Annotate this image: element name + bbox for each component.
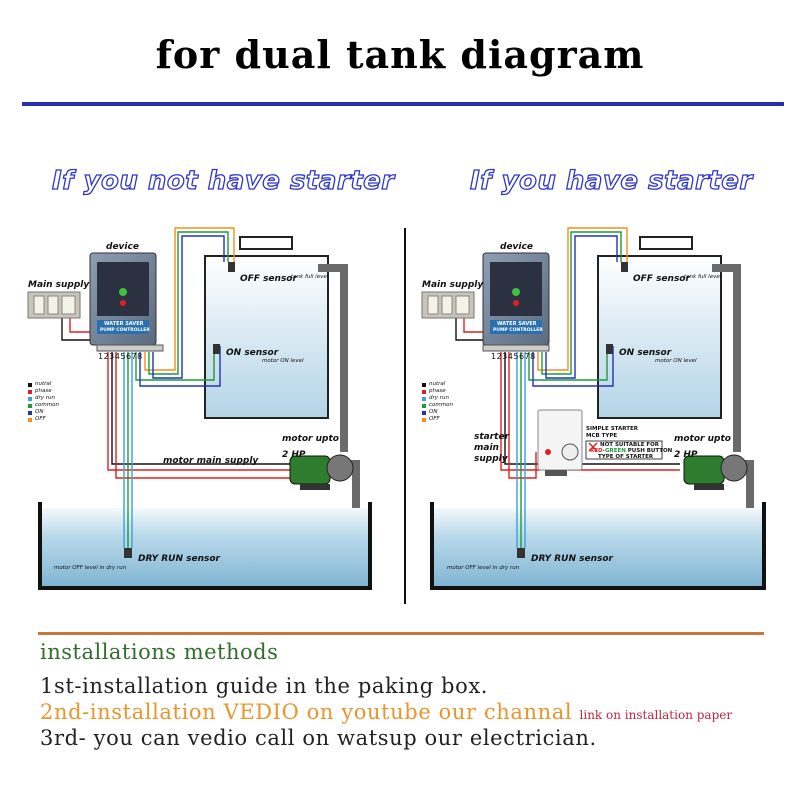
left-motor-upto-label: motor upto: [282, 434, 339, 444]
legend-phase: phase: [35, 388, 52, 394]
left-main-supply-label: Main supply: [28, 280, 90, 290]
left-device-label: device: [106, 242, 139, 252]
starter-warn-1: NOT SUITABLE FOR: [600, 442, 660, 448]
right-motor-upto-label: motor upto: [674, 434, 731, 444]
legend-dry-run: dry run: [35, 395, 55, 401]
right-main-supply-label: Main supply: [422, 280, 484, 290]
right-diagram: [421, 227, 766, 590]
starter-warn-red: RED-: [590, 448, 605, 454]
installation-line-3: 3rd- you can vedio call on watsup our el…: [40, 726, 597, 750]
installation-line-2-note: link on installation paper: [579, 708, 733, 722]
left-sensors: [124, 262, 235, 558]
right-device-brand: WATER SAVER: [497, 321, 537, 327]
installation-line-2: 2nd-installation VEDIO on youtube our ch…: [40, 700, 732, 724]
right-tank-full-label: tank full level: [684, 274, 722, 280]
right-motor-off-label: motor OFF level in dry run: [447, 565, 520, 571]
installation-line-2-text: 2nd-installation VEDIO on youtube our ch…: [40, 700, 573, 724]
legend-off-right: OFF: [429, 416, 440, 422]
left-panel-heading: If you not have starter: [51, 165, 395, 196]
left-overhead-tank: [204, 236, 329, 419]
right-device-label: device: [500, 242, 533, 252]
left-terminals: 12345678: [98, 352, 143, 361]
left-legend: [28, 383, 32, 422]
installation-divider: [38, 632, 764, 635]
left-device: [89, 252, 164, 352]
installation-heading: installations methods: [40, 640, 279, 664]
left-off-sensor-label: OFF sensor: [240, 274, 297, 284]
legend-common: common: [35, 402, 59, 408]
starter-note-2: MCB TYPE: [586, 433, 618, 439]
starter-warn-green: GREEN: [604, 448, 626, 454]
panel-divider: [404, 228, 406, 604]
legend-on-right: ON: [429, 409, 438, 415]
right-motor-on-label: motor ON level: [655, 358, 697, 364]
right-device: [482, 252, 550, 352]
legend-common-right: common: [429, 402, 453, 408]
left-motor: [289, 454, 354, 490]
right-main-supply-switch: [421, 291, 475, 319]
left-motor-off-label: motor OFF level in dry run: [54, 565, 127, 571]
legend-on: ON: [35, 409, 44, 415]
right-dry-run-label: DRY RUN sensor: [531, 554, 613, 564]
installation-line-1: 1st-installation guide in the paking box…: [40, 674, 489, 698]
left-sump: [38, 502, 372, 590]
right-legend: [422, 383, 426, 422]
right-sump: [430, 502, 766, 590]
starter-warn-rest: PUSH BUTTON: [625, 448, 673, 454]
left-device-brand2: PUMP CONTROLLER: [100, 328, 150, 333]
right-starter-main-label: main: [474, 443, 499, 453]
right-device-brand2: PUMP CONTROLLER: [493, 328, 543, 333]
legend-off: OFF: [35, 416, 46, 422]
left-diagram: [27, 227, 372, 590]
left-device-brand: WATER SAVER: [104, 321, 144, 327]
legend-phase-right: phase: [429, 388, 446, 394]
right-panel-heading: If you have starter: [469, 165, 753, 196]
legend-nutral: nutral: [35, 381, 52, 387]
right-starter-supply-label: supply: [474, 454, 508, 464]
starter-note-1: SIMPLE STARTER: [586, 426, 638, 432]
right-overhead-tank: [597, 236, 722, 419]
left-dry-run-label: DRY RUN sensor: [138, 554, 220, 564]
title-divider: [22, 102, 784, 106]
left-tank-full-label: tank full level: [291, 274, 329, 280]
right-on-sensor-label: ON sensor: [619, 348, 672, 358]
left-motor-hp-label: 2 HP: [282, 450, 306, 460]
right-starter: [537, 409, 663, 476]
left-motor-on-label: motor ON level: [262, 358, 304, 364]
right-motor: [683, 454, 748, 490]
right-motor-hp-label: 2 HP: [674, 450, 698, 460]
page-title: for dual tank diagram: [155, 32, 645, 77]
starter-warn-3: TYPE OF STARTER: [598, 454, 654, 460]
legend-nutral-right: nutral: [429, 381, 446, 387]
right-off-sensor-label: OFF sensor: [633, 274, 690, 284]
left-motor-supply-label: motor main supply: [163, 456, 259, 466]
legend-dry-run-right: dry run: [429, 395, 449, 401]
starter-warn-2: RED-GREEN PUSH BUTTON: [590, 448, 672, 454]
left-main-supply-switch: [27, 291, 81, 319]
left-on-sensor-label: ON sensor: [226, 348, 279, 358]
right-starter-label: starter: [474, 432, 510, 442]
right-terminals: 12345678: [491, 352, 536, 361]
